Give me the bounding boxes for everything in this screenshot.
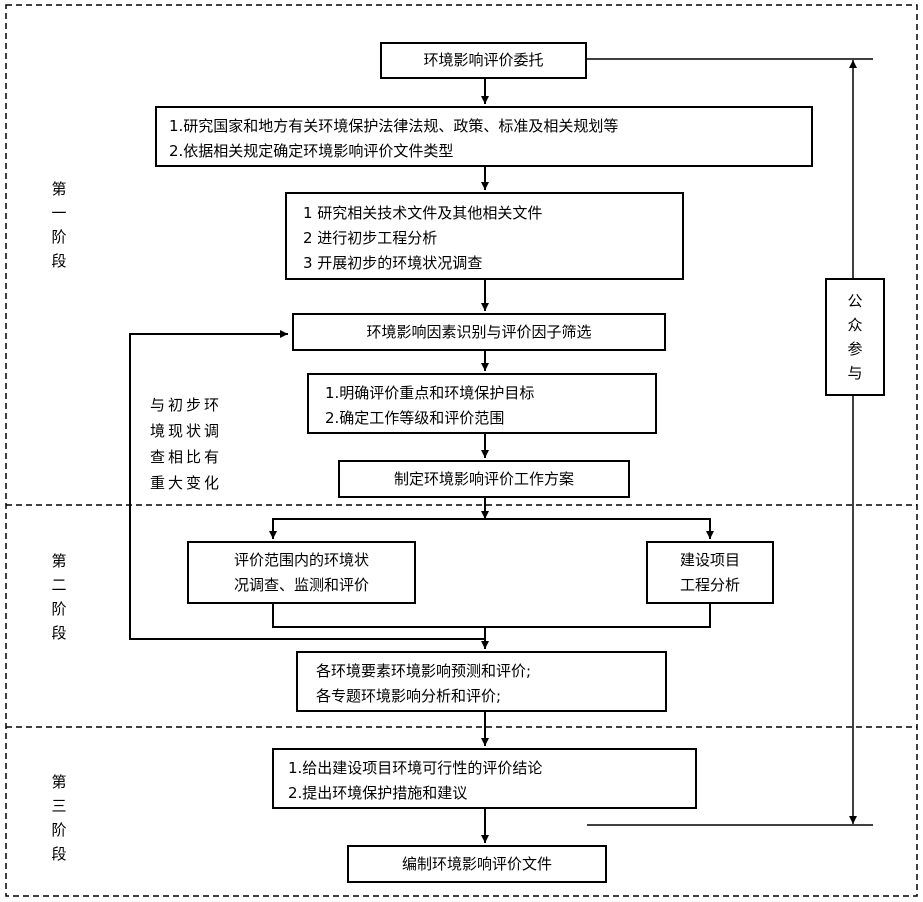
box-plan: 制定环境影响评价工作方案 (338, 460, 630, 498)
box-public-participation: 公 众 参 与 (825, 278, 885, 396)
stage-3-char: 三 (51, 797, 67, 815)
stage-3-char: 段 (51, 845, 67, 863)
stage-3-char: 第 (51, 773, 67, 791)
box-prelim-line: 1 研究相关技术文件及其他相关文件 (303, 204, 543, 222)
stage-3-char: 阶 (51, 821, 67, 839)
box-focus-line: 2.确定工作等级和评价范围 (325, 409, 505, 427)
box-conclusion-line: 1.给出建设项目环境可行性的评价结论 (288, 759, 543, 777)
feedback-label-line: 重大变化 (150, 474, 223, 492)
feedback-label-line: 与初步环 (150, 396, 223, 414)
box-survey-line: 评价范围内的环境状 (233, 550, 369, 569)
stage-2-char: 二 (51, 576, 67, 594)
box-public-char: 参 (847, 340, 863, 358)
stage-1-char: 段 (51, 252, 67, 270)
feedback-label-line: 境现状调 (150, 422, 223, 440)
box-conclusion: 1.给出建设项目环境可行性的评价结论 2.提出环境保护措施和建议 (272, 748, 697, 809)
box-research-line: 1.研究国家和地方有关环境保护法律法规、政策、标准及相关规划等 (169, 117, 619, 135)
box-compile: 编制环境影响评价文件 (347, 845, 607, 883)
box-public-char: 众 (847, 316, 863, 334)
box-research: 1.研究国家和地方有关环境保护法律法规、政策、标准及相关规划等 2.依据相关规定… (155, 106, 813, 167)
outer-dashed-frame (5, 4, 918, 897)
box-predict-line: 各专题环境影响分析和评价; (316, 687, 502, 705)
box-focus: 1.明确评价重点和环境保护目标 2.确定工作等级和评价范围 (307, 373, 657, 434)
box-predict-line: 各环境要素环境影响预测和评价; (316, 662, 532, 680)
box-predict: 各环境要素环境影响预测和评价; 各专题环境影响分析和评价; (296, 651, 667, 712)
stage-1-char: 一 (51, 204, 67, 222)
stage-2-char: 第 (51, 552, 67, 570)
feedback-label: 与初步环 境现状调 查相比有 重大变化 (150, 392, 222, 496)
box-focus-line: 1.明确评价重点和环境保护目标 (325, 384, 535, 402)
box-project-line: 工程分析 (679, 575, 740, 594)
box-identify-text: 环境影响因素识别与评价因子筛选 (366, 322, 592, 341)
branch-merge-line (272, 604, 711, 628)
box-research-line: 2.依据相关规定确定环境影响评价文件类型 (169, 142, 454, 160)
box-prelim-line: 3 开展初步的环境状况调查 (303, 254, 483, 272)
box-public-char: 公 (847, 292, 863, 310)
stage-3-label: 第 三 阶 段 (49, 770, 69, 866)
box-conclusion-line: 2.提出环境保护措施和建议 (288, 784, 468, 802)
box-prelim-line: 2 进行初步工程分析 (303, 229, 438, 247)
box-survey-line: 况调查、监测和评价 (233, 575, 369, 594)
stage-1-label: 第 一 阶 段 (49, 177, 69, 273)
box-identify: 环境影响因素识别与评价因子筛选 (292, 313, 666, 351)
stage-2-char: 段 (51, 624, 67, 642)
box-entrust: 环境影响评价委托 (380, 42, 587, 79)
stage-2-label: 第 二 阶 段 (49, 549, 69, 645)
stage-2-char: 阶 (51, 600, 67, 618)
feedback-loop-arrow (129, 330, 485, 640)
box-project: 建设项目 工程分析 (646, 541, 774, 604)
stage-1-char: 阶 (51, 228, 67, 246)
feedback-label-line: 查相比有 (150, 448, 223, 466)
box-project-line: 建设项目 (679, 550, 740, 569)
box-public-char: 与 (847, 364, 863, 382)
box-compile-text: 编制环境影响评价文件 (401, 854, 552, 873)
box-entrust-text: 环境影响评价委托 (423, 51, 544, 69)
box-plan-text: 制定环境影响评价工作方案 (393, 469, 574, 488)
box-prelim: 1 研究相关技术文件及其他相关文件 2 进行初步工程分析 3 开展初步的环境状况… (285, 192, 684, 280)
branch-split-line (272, 518, 711, 538)
box-survey: 评价范围内的环境状 况调查、监测和评价 (187, 541, 416, 604)
stage-1-char: 第 (51, 180, 67, 198)
